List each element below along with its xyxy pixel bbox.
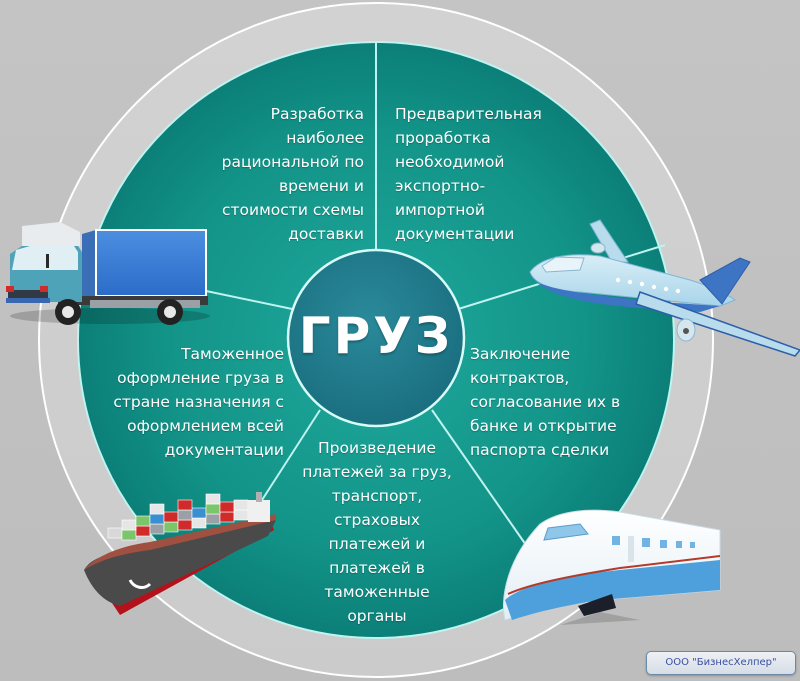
segment-contracts-text: Заключение контрактов, согласование их в… xyxy=(470,345,621,459)
train-icon xyxy=(502,509,721,625)
segment-payments-text: Произведение платежей за груз, транспорт… xyxy=(302,439,452,625)
segment-documentation-prep-text: Предварительная проработка необходимой э… xyxy=(395,105,542,243)
cargo-ship-icon xyxy=(84,492,276,615)
truck-icon xyxy=(6,222,210,325)
center-circle xyxy=(286,248,466,428)
segment-customs-clearance-text: Таможенное оформление груза в стране наз… xyxy=(113,345,284,459)
company-brand-label: ООО "БизнесХелпер" xyxy=(646,651,796,675)
center-label: ГРУЗ xyxy=(298,307,454,365)
segment-delivery-scheme-text: Разработка наиболее рациональной по врем… xyxy=(221,105,364,243)
airplane-icon xyxy=(529,219,800,357)
